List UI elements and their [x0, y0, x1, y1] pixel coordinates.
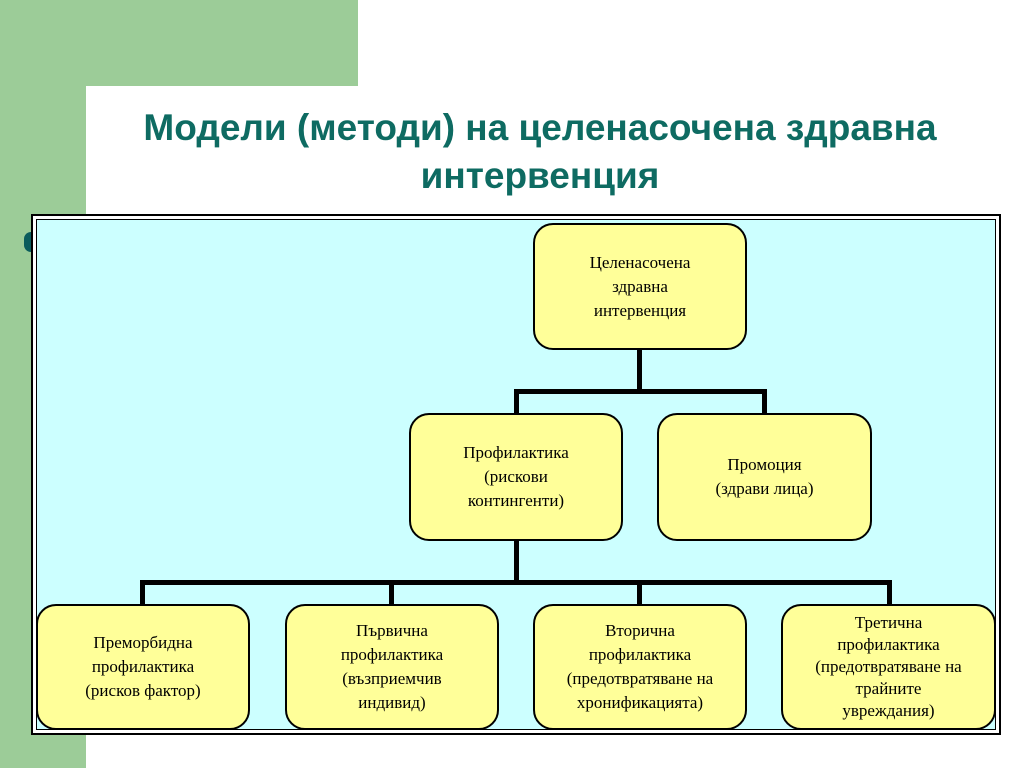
connector-level2-bar — [514, 389, 767, 394]
node-label: Първична профилактика (възприемчив индив… — [340, 621, 444, 712]
connector-to-tertiary — [887, 580, 892, 605]
connector-to-primary — [389, 580, 394, 605]
node-premorbid-prophylaxis: Преморбидна профилактика (рисков фактор) — [36, 604, 250, 730]
connector-root-stem — [637, 349, 642, 392]
connector-prophylaxis-stem — [514, 540, 519, 583]
connector-level3-bar — [140, 580, 892, 585]
node-secondary-prophylaxis: Вторична профилактика (предотвратяване н… — [533, 604, 747, 730]
node-label: Целенасочена здравна интервенция — [589, 252, 691, 320]
connector-to-premorbid — [140, 580, 145, 605]
node-prophylaxis: Профилактика (рискови контингенти) — [409, 413, 623, 541]
slide-title: Модели (методи) на целенасочена здравна … — [143, 107, 937, 196]
node-label: Профилактика (рискови контингенти) — [463, 443, 569, 510]
node-label: Третична профилактика (предотвратяване н… — [815, 613, 962, 720]
connector-to-prophylaxis — [514, 389, 519, 413]
node-primary-prophylaxis: Първична профилактика (възприемчив индив… — [285, 604, 499, 730]
node-promotion: Промоция (здрави лица) — [657, 413, 872, 541]
node-label: Преморбидна профилактика (рисков фактор) — [85, 633, 201, 700]
node-targeted-health-intervention: Целенасочена здравна интервенция — [533, 223, 747, 350]
node-tertiary-prophylaxis: Третична профилактика (предотвратяване н… — [781, 604, 996, 730]
node-label: Вторична профилактика (предотвратяване н… — [566, 621, 714, 712]
connector-to-promotion — [762, 389, 767, 413]
node-label: Промоция (здрави лица) — [715, 455, 814, 498]
connector-to-secondary — [637, 580, 642, 605]
